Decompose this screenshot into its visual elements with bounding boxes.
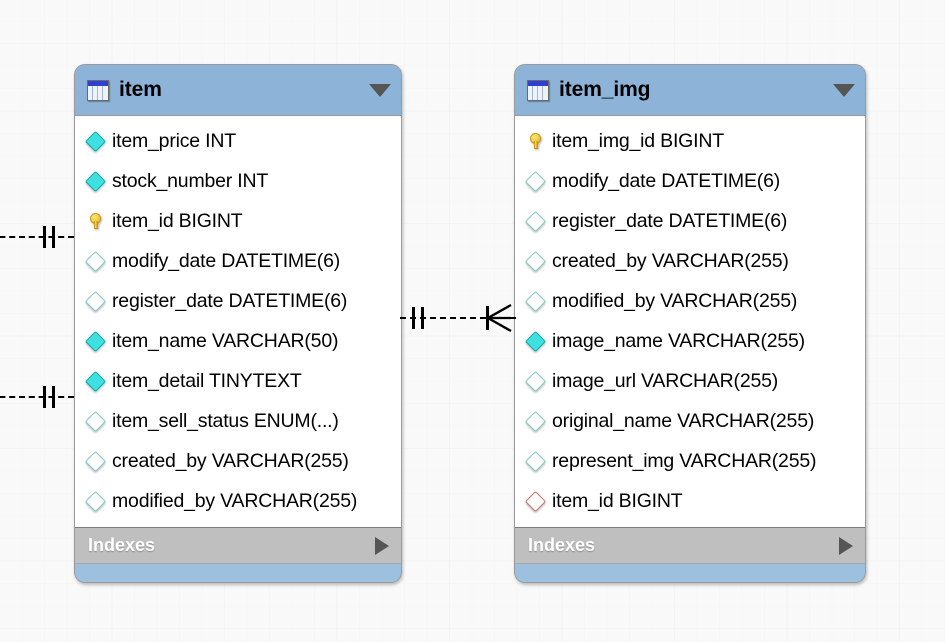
column-label: image_url VARCHAR(255) <box>552 369 779 392</box>
relationship-item-to-item_img[interactable] <box>400 302 516 334</box>
column-row[interactable]: register_date DATETIME(6) <box>515 201 865 241</box>
column-label: item_name VARCHAR(50) <box>112 329 339 352</box>
column-label: created_by VARCHAR(255) <box>552 249 789 272</box>
column-row[interactable]: item_price INT <box>75 121 401 161</box>
column-label: item_price INT <box>112 129 236 152</box>
column-notnull-diamond-icon <box>84 170 107 192</box>
indexes-section-item_img[interactable]: Indexes <box>515 528 865 564</box>
column-nullable-diamond-icon <box>524 370 547 392</box>
column-label: register_date DATETIME(6) <box>552 209 788 232</box>
column-row[interactable]: register_date DATETIME(6) <box>75 281 401 321</box>
table-figure-item_img[interactable]: item_img item_img_id BIGINT modify_date DA… <box>514 64 866 583</box>
column-row[interactable]: modify_date DATETIME(6) <box>515 161 865 201</box>
column-row[interactable]: item_name VARCHAR(50) <box>75 321 401 361</box>
relationship-incoming-top[interactable] <box>0 221 74 253</box>
chevron-right-icon[interactable] <box>375 536 389 555</box>
table-icon <box>87 79 109 101</box>
column-notnull-diamond-icon <box>84 370 107 392</box>
relationship-line <box>0 236 74 238</box>
column-nullable-diamond-icon <box>524 250 547 272</box>
column-row[interactable]: image_url VARCHAR(255) <box>515 361 865 401</box>
table-header-item_img[interactable]: item_img <box>515 65 865 115</box>
column-label: register_date DATETIME(6) <box>112 289 348 312</box>
table-title-item_img: item_img <box>559 78 651 101</box>
column-row[interactable]: modify_date DATETIME(6) <box>75 241 401 281</box>
table-header-item[interactable]: item <box>75 65 401 115</box>
column-row[interactable]: represent_img VARCHAR(255) <box>515 441 865 481</box>
column-label: image_name VARCHAR(255) <box>552 329 805 352</box>
cardinality-one-marker <box>412 307 425 329</box>
relationship-line <box>0 396 74 398</box>
column-list-item_img: item_img_id BIGINT modify_date DATETIME(6… <box>515 115 865 528</box>
column-nullable-diamond-icon <box>84 410 107 432</box>
column-notnull-diamond-icon <box>524 330 547 352</box>
column-nullable-diamond-icon <box>84 450 107 472</box>
column-label: modified_by VARCHAR(255) <box>112 489 358 512</box>
cardinality-many-marker <box>486 303 512 333</box>
table-title-item: item <box>119 78 162 101</box>
table-footer-strip <box>515 564 865 582</box>
column-label: modify_date DATETIME(6) <box>112 249 341 272</box>
column-row[interactable]: item_id BIGINT <box>515 481 865 521</box>
column-row[interactable]: original_name VARCHAR(255) <box>515 401 865 441</box>
column-label: item_img_id BIGINT <box>552 129 724 152</box>
column-label: created_by VARCHAR(255) <box>112 449 349 472</box>
column-label: modify_date DATETIME(6) <box>552 169 781 192</box>
column-row[interactable]: item_id BIGINT <box>75 201 401 241</box>
column-label: item_id BIGINT <box>552 489 683 512</box>
column-nullable-diamond-icon <box>524 450 547 472</box>
column-label: represent_img VARCHAR(255) <box>552 449 817 472</box>
indexes-label: Indexes <box>88 535 156 555</box>
primary-key-icon <box>88 213 103 229</box>
column-row[interactable]: image_name VARCHAR(255) <box>515 321 865 361</box>
indexes-section-item[interactable]: Indexes <box>75 528 401 564</box>
relationship-incoming-bottom[interactable] <box>0 381 74 413</box>
chevron-down-icon[interactable] <box>369 83 391 97</box>
column-label: item_sell_status ENUM(...) <box>112 409 339 432</box>
column-nullable-diamond-icon <box>524 290 547 312</box>
column-label: stock_number INT <box>112 169 269 192</box>
primary-key-icon <box>528 133 543 149</box>
table-footer-strip <box>75 564 401 582</box>
column-nullable-diamond-icon <box>84 250 107 272</box>
column-row[interactable]: item_sell_status ENUM(...) <box>75 401 401 441</box>
chevron-right-icon[interactable] <box>839 536 853 555</box>
column-notnull-diamond-icon <box>84 330 107 352</box>
column-nullable-diamond-icon <box>524 410 547 432</box>
column-nullable-diamond-icon <box>524 210 547 232</box>
column-label: item_id BIGINT <box>112 209 243 232</box>
column-notnull-diamond-icon <box>84 130 107 152</box>
column-row[interactable]: created_by VARCHAR(255) <box>75 441 401 481</box>
column-label: modified_by VARCHAR(255) <box>552 289 798 312</box>
relationship-line <box>400 317 516 319</box>
column-nullable-diamond-icon <box>84 490 107 512</box>
column-row[interactable]: stock_number INT <box>75 161 401 201</box>
column-row[interactable]: modified_by VARCHAR(255) <box>515 281 865 321</box>
table-icon <box>527 79 549 101</box>
column-label: original_name VARCHAR(255) <box>552 409 815 432</box>
indexes-label: Indexes <box>528 535 596 555</box>
table-figure-item[interactable]: item item_price INT stock_number INT item_i… <box>74 64 402 583</box>
column-row[interactable]: modified_by VARCHAR(255) <box>75 481 401 521</box>
column-row[interactable]: item_detail TINYTEXT <box>75 361 401 401</box>
column-nullable-diamond-icon <box>524 170 547 192</box>
column-row[interactable]: item_img_id BIGINT <box>515 121 865 161</box>
column-list-item: item_price INT stock_number INT item_id BI… <box>75 115 401 528</box>
column-row[interactable]: created_by VARCHAR(255) <box>515 241 865 281</box>
column-label: item_detail TINYTEXT <box>112 369 302 392</box>
cardinality-one-marker <box>43 386 56 408</box>
cardinality-one-marker <box>43 226 56 248</box>
foreign-key-diamond-icon <box>524 490 547 512</box>
column-nullable-diamond-icon <box>84 290 107 312</box>
chevron-down-icon[interactable] <box>833 83 855 97</box>
